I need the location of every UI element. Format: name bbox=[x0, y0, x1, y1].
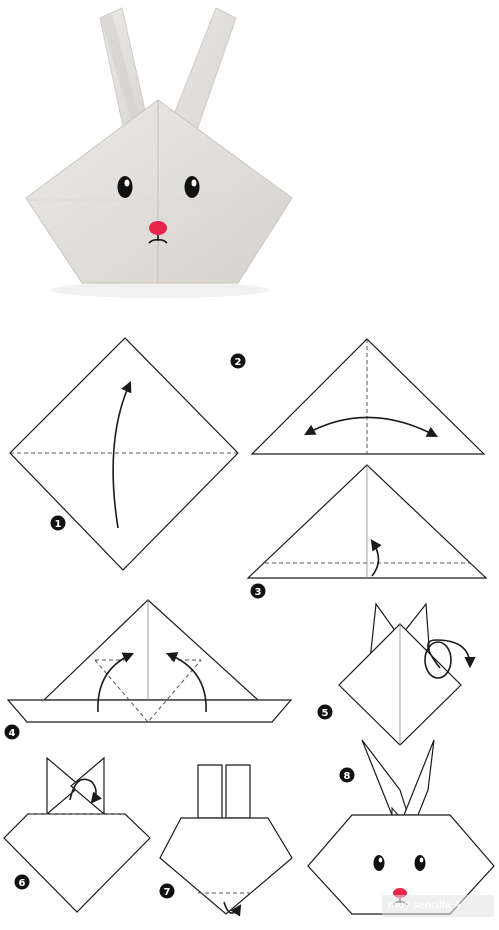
step-6-diagram bbox=[4, 758, 150, 912]
step-7-diagram bbox=[160, 765, 292, 914]
step-badge-6: 6 bbox=[15, 875, 30, 890]
step-number-2: 2 bbox=[235, 357, 242, 368]
step-1-diagram bbox=[10, 338, 238, 570]
step-badge-5: 5 bbox=[318, 705, 333, 720]
step-number-7: 7 bbox=[164, 887, 171, 898]
step-number-5: 5 bbox=[322, 708, 329, 719]
step-8-right-eye bbox=[415, 855, 426, 871]
step-number-3: 3 bbox=[255, 587, 262, 598]
step-3-diagram bbox=[248, 465, 486, 578]
step-8-left-eye bbox=[374, 855, 385, 871]
nose bbox=[149, 221, 167, 235]
step-5-diagram bbox=[339, 604, 470, 745]
step-number-8: 8 bbox=[344, 771, 351, 782]
step-badge-4: 4 bbox=[5, 725, 20, 740]
step-number-4: 4 bbox=[9, 728, 16, 739]
step-badge-1: 1 bbox=[51, 516, 66, 531]
step-8-diagram bbox=[308, 740, 494, 914]
step-4-diagram bbox=[8, 600, 291, 722]
step-2-diagram bbox=[252, 339, 484, 454]
step-badge-8: 8 bbox=[340, 768, 355, 783]
step-number-1: 1 bbox=[55, 519, 62, 530]
step-number-6: 6 bbox=[19, 878, 26, 889]
step-badge-3: 3 bbox=[251, 584, 266, 599]
step-badge-2: 2 bbox=[231, 354, 246, 369]
watermark: muy sencilla A bbox=[382, 895, 494, 917]
finished-bunny-photo bbox=[26, 8, 292, 298]
right-eye bbox=[185, 176, 200, 198]
step-badge-7: 7 bbox=[160, 884, 175, 899]
left-eye bbox=[118, 176, 133, 198]
